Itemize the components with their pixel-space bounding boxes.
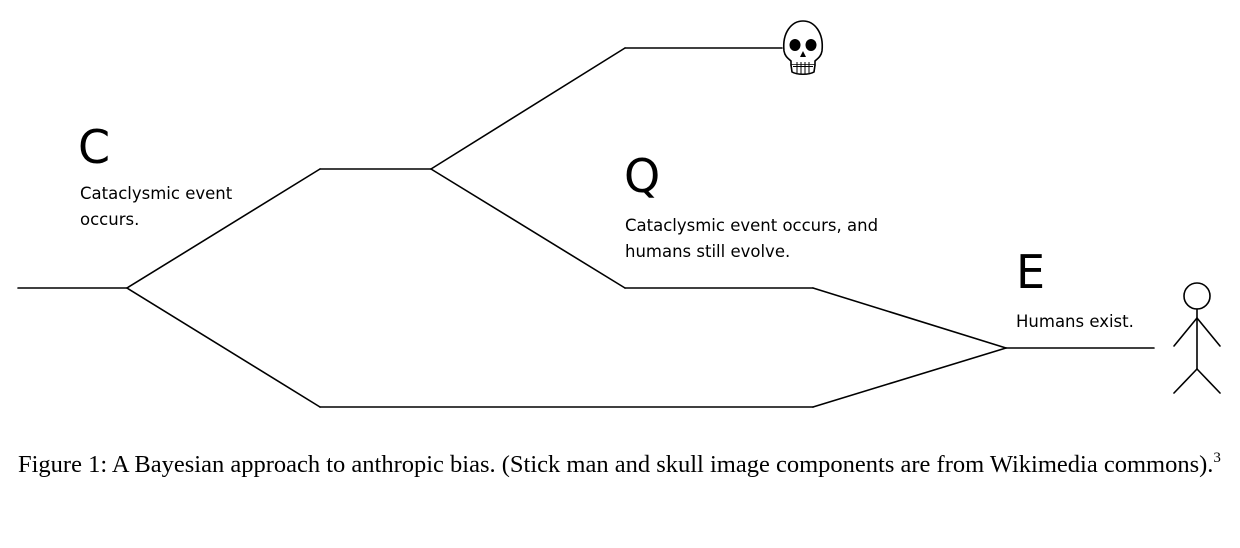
skull-icon — [782, 20, 824, 76]
node-e-letter: E — [1016, 245, 1045, 299]
bayesian-tree-diagram: C Cataclysmic event occurs. Q Cataclysmi… — [17, 20, 1221, 408]
tree-edges — [17, 47, 1155, 408]
node-c-desc-line2: occurs. — [80, 210, 139, 229]
edge-not-c-to-e — [812, 347, 1007, 408]
edge-to-q — [430, 168, 626, 289]
node-c-letter: C — [78, 120, 110, 174]
edge-not-c-down — [126, 287, 321, 408]
edge-to-death — [430, 47, 626, 170]
edge-q-to-e — [812, 287, 1007, 349]
node-q-desc-line1: Cataclysmic event occurs, and — [625, 216, 878, 235]
edge-c-up — [126, 168, 321, 289]
node-q-desc-line2: humans still evolve. — [625, 242, 790, 261]
node-e: E Humans exist. — [1016, 245, 1134, 331]
node-q: Q Cataclysmic event occurs, and humans s… — [624, 149, 878, 261]
footnote-marker: 3 — [1213, 450, 1221, 466]
figure-caption: Figure 1: A Bayesian approach to anthrop… — [18, 450, 1228, 479]
node-c: C Cataclysmic event occurs. — [78, 120, 233, 229]
figure-caption-text: Figure 1: A Bayesian approach to anthrop… — [18, 451, 1214, 478]
stick-man-icon — [1173, 282, 1221, 394]
node-e-desc: Humans exist. — [1016, 312, 1134, 331]
node-q-letter: Q — [624, 149, 660, 203]
node-c-desc-line1: Cataclysmic event — [80, 184, 233, 203]
